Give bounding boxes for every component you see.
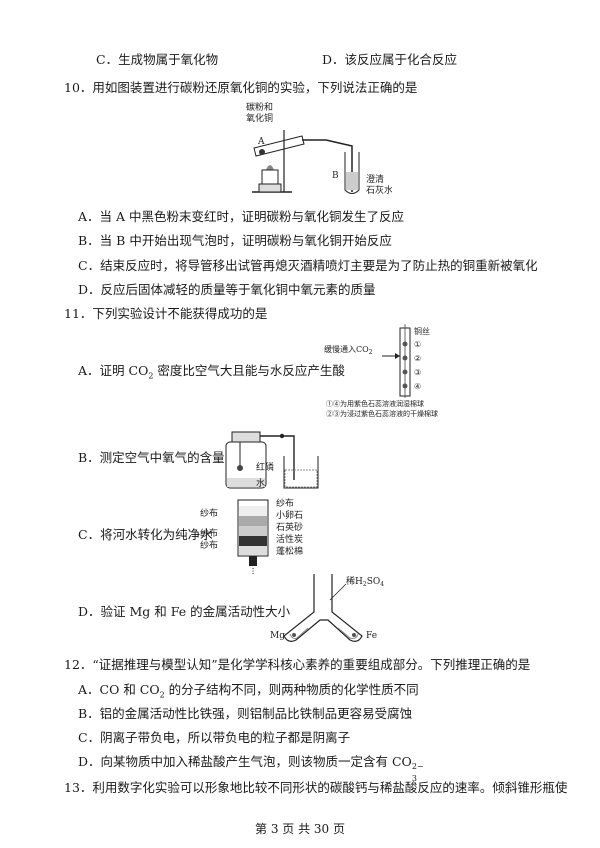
q10-option-b: B．当 B 中开始出现气泡时，证明碳粉与氧化铜开始反应 xyxy=(78,233,392,248)
q11-d-acid-label: 稀H2SO4 xyxy=(346,575,384,588)
q11-c-left-3: 纱布 xyxy=(200,539,218,551)
q11-figure-b: 红磷 水 xyxy=(225,431,319,489)
q11-c-right-5: 蓬松棉 xyxy=(276,545,303,557)
q11-figure-c: 纱布 纱布 纱布 纱布 小卵石 石英砂 活性炭 蓬松棉 xyxy=(200,497,303,574)
q11-option-b: B．测定空气中氧气的含量 xyxy=(78,450,225,465)
q9-option-d: D．该反应属于化合反应 xyxy=(322,52,458,67)
q10-label-carbon: 碳粉和 xyxy=(246,101,273,113)
q12-stem: 12．“证据推理与模型认知”是化学学科核心素养的重要组成部分。下列推理正确的是 xyxy=(64,657,531,672)
q11-c-right-4: 活性炭 xyxy=(276,533,303,545)
q11-a-ball-2: ② xyxy=(414,354,421,363)
q11-d-mg-label: Mg xyxy=(270,631,285,641)
q10-label-cuo: 氧化铜 xyxy=(246,112,273,124)
q11-stem: 11．下列实验设计不能获得成功的是 xyxy=(64,306,268,321)
q10-label-b: B xyxy=(332,171,339,181)
q10-option-c: C．结束反应时，将导管移出试管再熄灭酒精喷灯主要是为了防止热的铜重新被氧化 xyxy=(78,258,538,273)
q11-c-right-1: 纱布 xyxy=(276,497,294,509)
q10-stem: 10．用如图装置进行碳粉还原氧化铜的实验，下列说法正确的是 xyxy=(64,80,418,95)
q11-b-water-label: 水 xyxy=(256,477,265,489)
q10-option-d: D．反应后固体减轻的质量等于氧化铜中氧元素的质量 xyxy=(78,282,376,297)
q10-apparatus-figure: 碳粉和 氧化铜 A B 澄清 石灰水 xyxy=(246,101,392,196)
q11-option-d: D．验证 Mg 和 Fe 的金属活动性大小 xyxy=(78,604,291,619)
q9-option-c: C．生成物属于氧化物 xyxy=(96,52,219,67)
q11-c-left-2: 纱布 xyxy=(200,527,218,539)
q11-a-ball-4: ④ xyxy=(414,382,421,391)
q13-stem: 13．利用数字化实验可以形象地比较不同形状的碳酸钙与稀盐酸反应的速率。倾斜锥形瓶… xyxy=(64,780,568,795)
q11-a-inlet-label: 缓慢通入CO2 xyxy=(324,344,373,356)
q11-c-right-2: 小卵石 xyxy=(276,510,303,521)
q10-label-limewater-2: 石灰水 xyxy=(366,184,392,196)
q10-label-a: A xyxy=(257,137,265,147)
q11-b-phosphorus-label: 红磷 xyxy=(256,461,274,473)
q10-label-limewater-1: 澄清 xyxy=(366,173,384,185)
q11-d-fe-label: Fe xyxy=(366,631,377,641)
q11-figure-d: 稀H2SO4 Mg Fe xyxy=(270,574,384,642)
q11-a-copper-wire: 铜丝 xyxy=(414,326,430,336)
q11-option-c: C．将河水转化为纯净水 xyxy=(78,527,213,542)
q10-option-a: A．当 A 中黑色粉末变红时，证明碳粉与氧化铜发生了反应 xyxy=(78,209,405,224)
q11-figure-a: 缓慢通入CO2 铜丝 ① ② ③ ④ ①④为用紫色石蕊溶液润湿棉球 ②③为浸过紫… xyxy=(324,324,438,418)
q12-option-b: B．铝的金属活动性比铁强，则铝制品比铁制品更容易受腐蚀 xyxy=(78,706,413,721)
page-footer: 第 3 页 共 30 页 xyxy=(255,822,345,836)
q11-c-right-3: 石英砂 xyxy=(276,521,303,533)
q11-c-left-1: 纱布 xyxy=(200,507,218,519)
q11-a-ball-3: ③ xyxy=(414,368,421,377)
q11-a-note-2: ②③为浸过紫色石蕊溶液的干燥棉球 xyxy=(326,409,438,418)
q11-option-a: A．证明 CO2 密度比空气大且能与水反应产生酸 xyxy=(78,363,345,381)
q11-a-note-1: ①④为用紫色石蕊溶液润湿棉球 xyxy=(326,399,424,408)
q12-option-c: C．阴离子带负电，所以带负电的粒子都是阴离子 xyxy=(78,730,351,745)
q11-a-ball-1: ① xyxy=(414,340,421,349)
q12-option-a: A．CO 和 CO2 的分子结构不同，则两种物质的化学性质不同 xyxy=(78,682,419,700)
